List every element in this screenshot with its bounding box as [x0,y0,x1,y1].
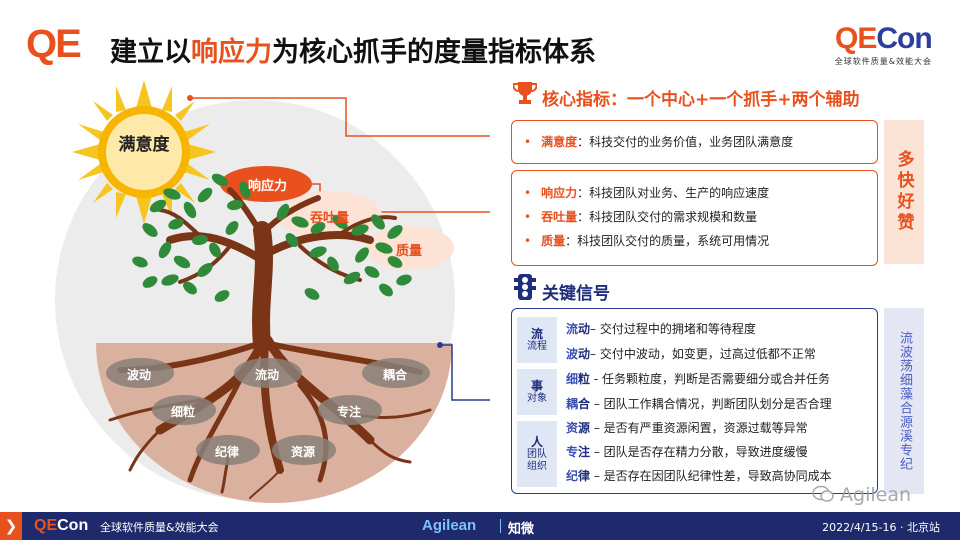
core-line-satisfaction: •满意度：科技交付的业务价值，业务团队满意度 [524,135,794,149]
core-line-quality: •质量：科技团队交付的质量，系统可用情况 [524,234,770,248]
qe-logo: QE [26,22,82,66]
root-label-discipline: 纪律 [215,445,240,459]
response-label: 响应力 [248,179,288,194]
brand-con: Con [876,22,932,55]
signal-line-flow: 流动– 交付过程中的拥堵和等待程度 [566,322,756,336]
qecon-brand-logo: QECon 全球软件质量&效能大会 [834,22,933,67]
signal-line-resource: 资源 – 是否有严重资源闲置，资源过载等异常 [566,421,808,435]
root-label-granularity: 细粒 [171,405,196,419]
throughput-label: 吞吐量 [310,211,350,226]
core-indicators-title: 核心指标：一个中心+一个抓手+两个辅助 [542,90,860,110]
key-signals-box: 流 流程 事 对象 人 团队组织 流动– 交付过程中的拥堵和等待程度 波动– 交… [511,308,878,494]
root-label-resource: 资源 [291,445,316,459]
page-title: 建立以响应力为核心抓手的度量指标体系 [110,30,596,69]
category-flow: 流 流程 [517,317,557,363]
quality-label: 质量 [396,244,423,259]
title-prefix: 建立以 [110,37,191,68]
agilean-watermark: Agilean [812,484,911,506]
footer-zhiwei-logo: 知微 [508,522,535,537]
footer-bar: ❯ QECon 全球软件质量&效能大会 Agilean 知微 2022/4/15… [0,512,960,540]
traffic-light-icon [514,274,536,300]
tree-illustration [55,80,490,503]
connector-line-core [190,97,490,137]
brand-subtitle: 全球软件质量&效能大会 [834,57,932,66]
category-object: 事 对象 [517,369,557,415]
wechat-icon [812,485,834,502]
footer-arrow-icon: ❯ [0,512,22,540]
signals-side-text: 流波荡细藻合源溪专纪 [897,331,912,471]
core-side-text: 多快好赞 [893,150,914,234]
root-label-flow: 流动 [255,368,280,382]
signals-side-panel: 流波荡细藻合源溪专纪 [884,308,924,494]
tree-trunk [158,187,397,354]
soil-bowl [96,343,452,503]
signal-line-discipline: 纪律 – 是否存在因团队纪律性差，导致高协同成本 [566,469,832,483]
connector-line-signals [440,344,490,401]
core-box-support: •响应力：科技团队对业务、生产的响应速度 •吞吐量：科技团队交付的需求规模和数量… [511,170,878,266]
footer-brand: QECon [34,517,89,534]
sun-icon [72,80,216,224]
footer-agilean-logo: Agilean [422,517,477,534]
watermark-text: Agilean [840,484,912,506]
satisfaction-sun-label: 满意度 [118,135,170,155]
core-side-panel: 多快好赞 [884,120,924,264]
root-label-ovals [106,358,430,465]
core-line-response: •响应力：科技团队对业务、生产的响应速度 [524,186,770,200]
signal-line-granularity: 细粒 - 任务颗粒度，判断是否需要细分或合并任务 [566,372,830,386]
footer-subtitle: 全球软件质量&效能大会 [100,521,219,534]
core-box-satisfaction: •满意度：科技交付的业务价值，业务团队满意度 [511,120,878,164]
footer-date: 2022/4/15-16 · 北京站 [822,521,940,534]
signal-line-fluctuation: 波动– 交付中波动，如变更，过高过低都不正常 [566,347,816,361]
signal-line-focus: 专注 – 团队是否存在精力分散，导致进度缓慢 [566,445,808,459]
trophy-icon [513,82,537,104]
title-suffix: 为核心抓手的度量指标体系 [272,37,596,68]
footer-separator [500,519,501,533]
brand-qe: QE [835,22,877,55]
category-team: 人 团队组织 [517,421,557,487]
core-line-throughput: •吞吐量：科技团队交付的需求规模和数量 [524,210,758,224]
key-signals-title: 关键信号 [542,284,610,304]
brand-name: QECon [835,22,933,55]
root-label-focus: 专注 [337,405,362,419]
title-highlight: 响应力 [191,37,272,68]
root-label-coupling: 耦合 [383,368,408,382]
signal-line-coupling: 耦合 – 团队工作耦合情况，判断团队划分是否合理 [566,397,832,411]
tree-leaves [132,173,412,302]
root-label-fluctuation: 波动 [127,368,152,382]
